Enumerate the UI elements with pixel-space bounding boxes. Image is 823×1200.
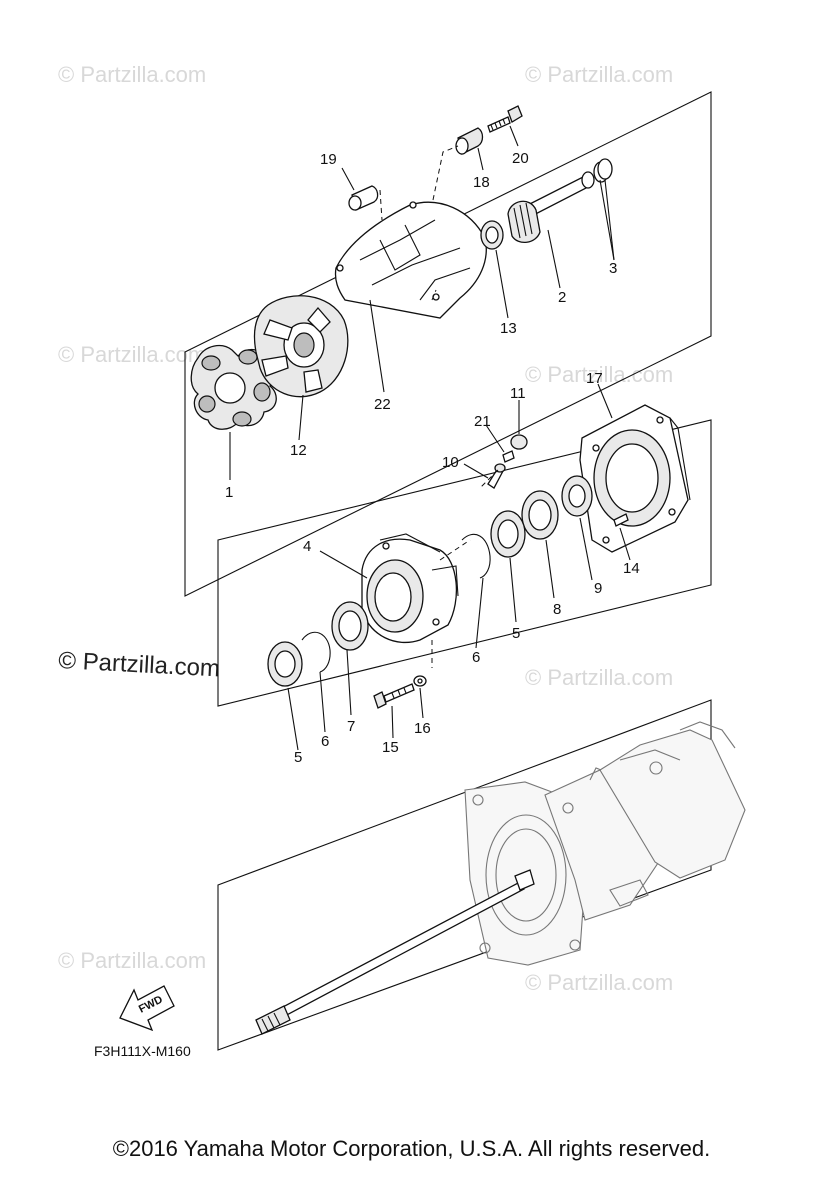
copyright-notice: ©2016 Yamaha Motor Corporation, U.S.A. A… [112,1136,711,1161]
assembly-guides [379,145,499,668]
part-7-bearing [331,601,369,651]
callout-5: 5 [512,625,520,642]
callout-8: 8 [553,601,561,618]
callout-1: 1 [225,484,233,501]
callout-20: 20 [512,150,529,167]
part-12-coupling [253,295,349,398]
part-17-housing [579,404,691,553]
watermark: © Partzilla.com [525,970,673,995]
callout-21: 21 [474,413,491,430]
part-9-seal [561,475,593,517]
callout-6: 6 [472,649,480,666]
part-20-bolt [487,105,523,133]
part-1-damper [190,344,277,430]
leader-lines [229,125,631,751]
part-15-bolt [373,683,415,709]
watermark: © Partzilla.com [525,362,673,387]
part-18-damper [455,127,484,155]
callout-22: 22 [374,396,391,413]
callout-4: 4 [303,538,311,555]
callout-17: 17 [586,370,603,387]
callout-19: 19 [320,151,337,168]
watermark: © Partzilla.com [58,948,206,973]
fwd-arrow-icon: FWD [119,985,175,1032]
callout-13: 13 [500,320,517,337]
watermark: © Partzilla.com [58,342,206,367]
callout-3: 3 [609,260,617,277]
part-19-collar [348,185,379,211]
lower-assembly-frame [217,699,712,1051]
watermark: © Partzilla.com [58,62,206,87]
part-4-bearing-housing [361,533,459,644]
watermark-dark: © Partzilla.com [58,647,221,682]
callout-5: 5 [294,749,302,766]
diagram-code: F3H111X-M160 [94,1043,191,1059]
callout-11: 11 [510,385,526,402]
callout-10: 10 [442,454,459,471]
part-5-bearing-upper [490,510,526,558]
part-8-bearing [521,490,559,540]
part-6-circlip-upper [461,533,491,579]
callout-12: 12 [290,442,307,459]
callout-18: 18 [473,174,490,191]
part-6-circlip-lower [301,631,331,673]
part-13-washer [480,220,504,250]
watermark: © Partzilla.com [525,665,673,690]
part-22-cover [334,201,487,319]
assembly-frames [184,91,712,1051]
part-11-cap [510,434,528,450]
part-3-orings [593,158,613,183]
part-16-washer [413,675,427,687]
jet-pump-assembly [464,721,746,966]
upper-assembly-frame [184,91,712,597]
callout-16: 16 [414,720,431,737]
part-5-bearing-lower [267,641,303,687]
part-14-pin [613,513,629,527]
callout-14: 14 [623,560,640,577]
callout-15: 15 [382,739,399,756]
callout-9: 9 [594,580,602,597]
middle-assembly-frame [217,419,712,707]
part-10-nipple [487,463,506,489]
callout-7: 7 [347,718,355,735]
drive-shaft [255,869,535,1035]
callout-6: 6 [321,733,329,750]
watermark: © Partzilla.com [525,62,673,87]
part-2-shaft [507,171,595,243]
part-21-screw [502,450,515,463]
callout-2: 2 [558,289,566,306]
callouts: 1 2 3 4 5 5 6 6 7 8 9 10 11 12 13 14 15 … [225,150,640,766]
